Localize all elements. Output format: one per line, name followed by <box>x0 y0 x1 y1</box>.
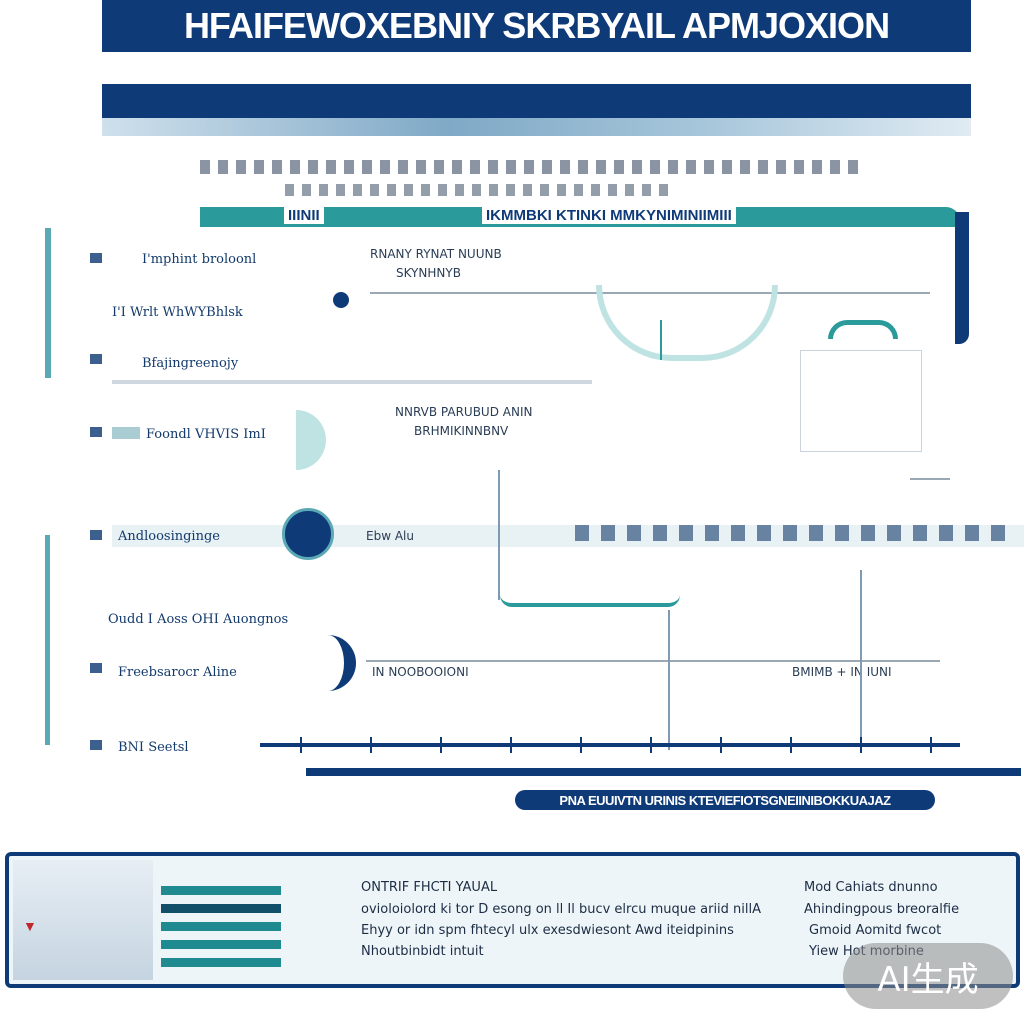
row-marker <box>90 354 102 364</box>
info-text: Gmoid Aomitd fwcot <box>809 923 942 938</box>
timeline-tick <box>860 737 862 753</box>
column-head: Ebw Alu <box>366 529 414 543</box>
mid-band <box>112 380 592 384</box>
row-label: Andloosinginge <box>118 529 220 544</box>
row-marker <box>90 530 102 540</box>
column-head: NNRVB PARUBUD ANIN <box>395 405 533 419</box>
info-bar <box>161 922 281 931</box>
timeline-tick <box>300 737 302 753</box>
timeline-tick <box>650 737 652 753</box>
timeline-tick <box>370 737 372 753</box>
info-text: Ahindingpous breoralfie <box>804 902 960 917</box>
timeline-tick <box>720 737 722 753</box>
column-head: IN NOOBOOIONI <box>372 665 469 679</box>
leaf-shape <box>296 410 326 470</box>
info-bar <box>161 958 281 967</box>
timeline <box>260 737 960 753</box>
rail-label-1: IIINII <box>284 207 324 224</box>
connector-line <box>498 470 500 600</box>
row-marker <box>90 663 102 673</box>
info-text: ovioloiolord ki tor D esong on ll Il buc… <box>361 902 762 917</box>
rail-end-cap <box>955 212 969 344</box>
upper-panel <box>45 228 961 378</box>
subtitle-banner <box>102 84 971 136</box>
row-label: I'I Wrlt WhWYBhlsk <box>112 305 243 320</box>
caption-pill: PNA EUUIVTN URINIS KTEVIEFIOTSGNEIINIBOK… <box>515 790 935 810</box>
row-marker <box>90 253 102 263</box>
lower-panel <box>45 535 960 745</box>
side-box-tail <box>910 478 950 480</box>
arc-small <box>828 320 898 339</box>
column-head: RNANY RYNAT NUUNB <box>370 247 502 261</box>
caption-line-2 <box>285 184 675 196</box>
info-bar <box>161 940 281 949</box>
page-title: HFAIFEWOXEBNIY SKRBYAIL APMJOXION <box>102 0 971 52</box>
column-head-sub: SKYNHNYB <box>396 266 461 280</box>
row-label: Freebsarocr Aline <box>118 665 237 680</box>
row-label: Foondl VHVIS ImI <box>146 427 266 442</box>
info-box-thumbnail: ▼ <box>13 860 153 980</box>
side-box <box>800 350 922 452</box>
info-text: Nhoutbinbidt intuit <box>361 944 484 959</box>
row-marker <box>90 427 102 437</box>
teal-curve <box>500 595 680 607</box>
row-label: BNI Seetsl <box>118 740 189 755</box>
row-label: Oudd I Aoss OHI Auongnos <box>108 612 289 627</box>
info-bar <box>161 886 281 895</box>
teal-stem <box>660 320 662 360</box>
timeline-tick <box>790 737 792 753</box>
rail-label-2: IKMMBKI KTINKI MMKYNIMINIIMIII <box>482 207 736 224</box>
row-marker <box>90 740 102 750</box>
chevron-down-icon: ▼ <box>23 918 37 934</box>
node-dot <box>333 292 349 308</box>
lower-axis <box>366 660 940 717</box>
timeline-tick <box>510 737 512 753</box>
wide-caption <box>575 525 1015 541</box>
caption-line-1 <box>200 160 860 174</box>
info-text: Ehyy or idn spm fhtecyl ulx exesdwiesont… <box>361 923 734 938</box>
connector-line <box>860 570 862 750</box>
banner-fade <box>102 118 971 136</box>
row-label: Ι'mphint broloonl <box>142 252 257 267</box>
info-bar <box>161 904 281 913</box>
timeline-tick <box>580 737 582 753</box>
hub-node <box>282 508 334 560</box>
connector-line <box>668 610 670 750</box>
row-swatch <box>112 427 140 439</box>
timeline-tick <box>930 737 932 753</box>
row-label: Bfajingreenojy <box>142 356 239 371</box>
column-head: BMIMB + IN IUNI <box>792 665 892 679</box>
column-head-sub: BRHMIKINNBNV <box>414 424 509 438</box>
info-text: ONTRIF FHCTI YAUAL <box>361 880 498 895</box>
info-text: Mod Cahiats dnunno <box>804 880 938 895</box>
bottom-strip <box>306 768 1021 776</box>
top-rail: IIINII IKMMBKI KTINKI MMKYNIMINIIMIII <box>200 207 960 227</box>
timeline-tick <box>440 737 442 753</box>
curve-shape <box>300 635 356 691</box>
ai-generated-badge: AI生成 <box>843 943 1013 1009</box>
